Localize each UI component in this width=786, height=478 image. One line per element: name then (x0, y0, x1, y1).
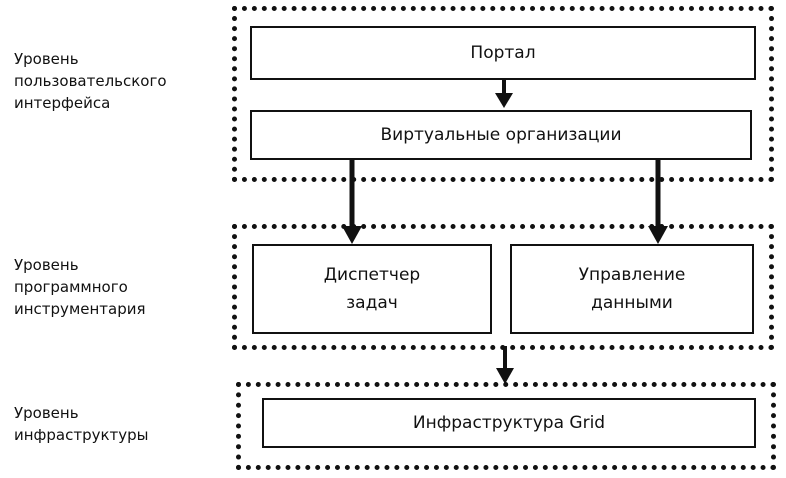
infrastructure-layer-frame (236, 382, 776, 470)
ui-level-label: Уровень пользовательского интерфейса (14, 50, 167, 112)
portal-box: Портал (250, 26, 756, 80)
arrow-middleware-to-infrastructure (496, 346, 514, 384)
middleware-level-label: Уровень программного инструментария (14, 256, 146, 318)
infrastructure-level-label: Уровень инфраструктуры (14, 404, 149, 444)
data-management-box: Управление данными (510, 244, 754, 334)
ui-layer-frame (232, 6, 774, 182)
grid-infrastructure-box: Инфраструктура Grid (262, 398, 756, 448)
virtual-organizations-box: Виртуальные организации (250, 110, 752, 160)
task-dispatcher-box: Диспетчер задач (252, 244, 492, 334)
